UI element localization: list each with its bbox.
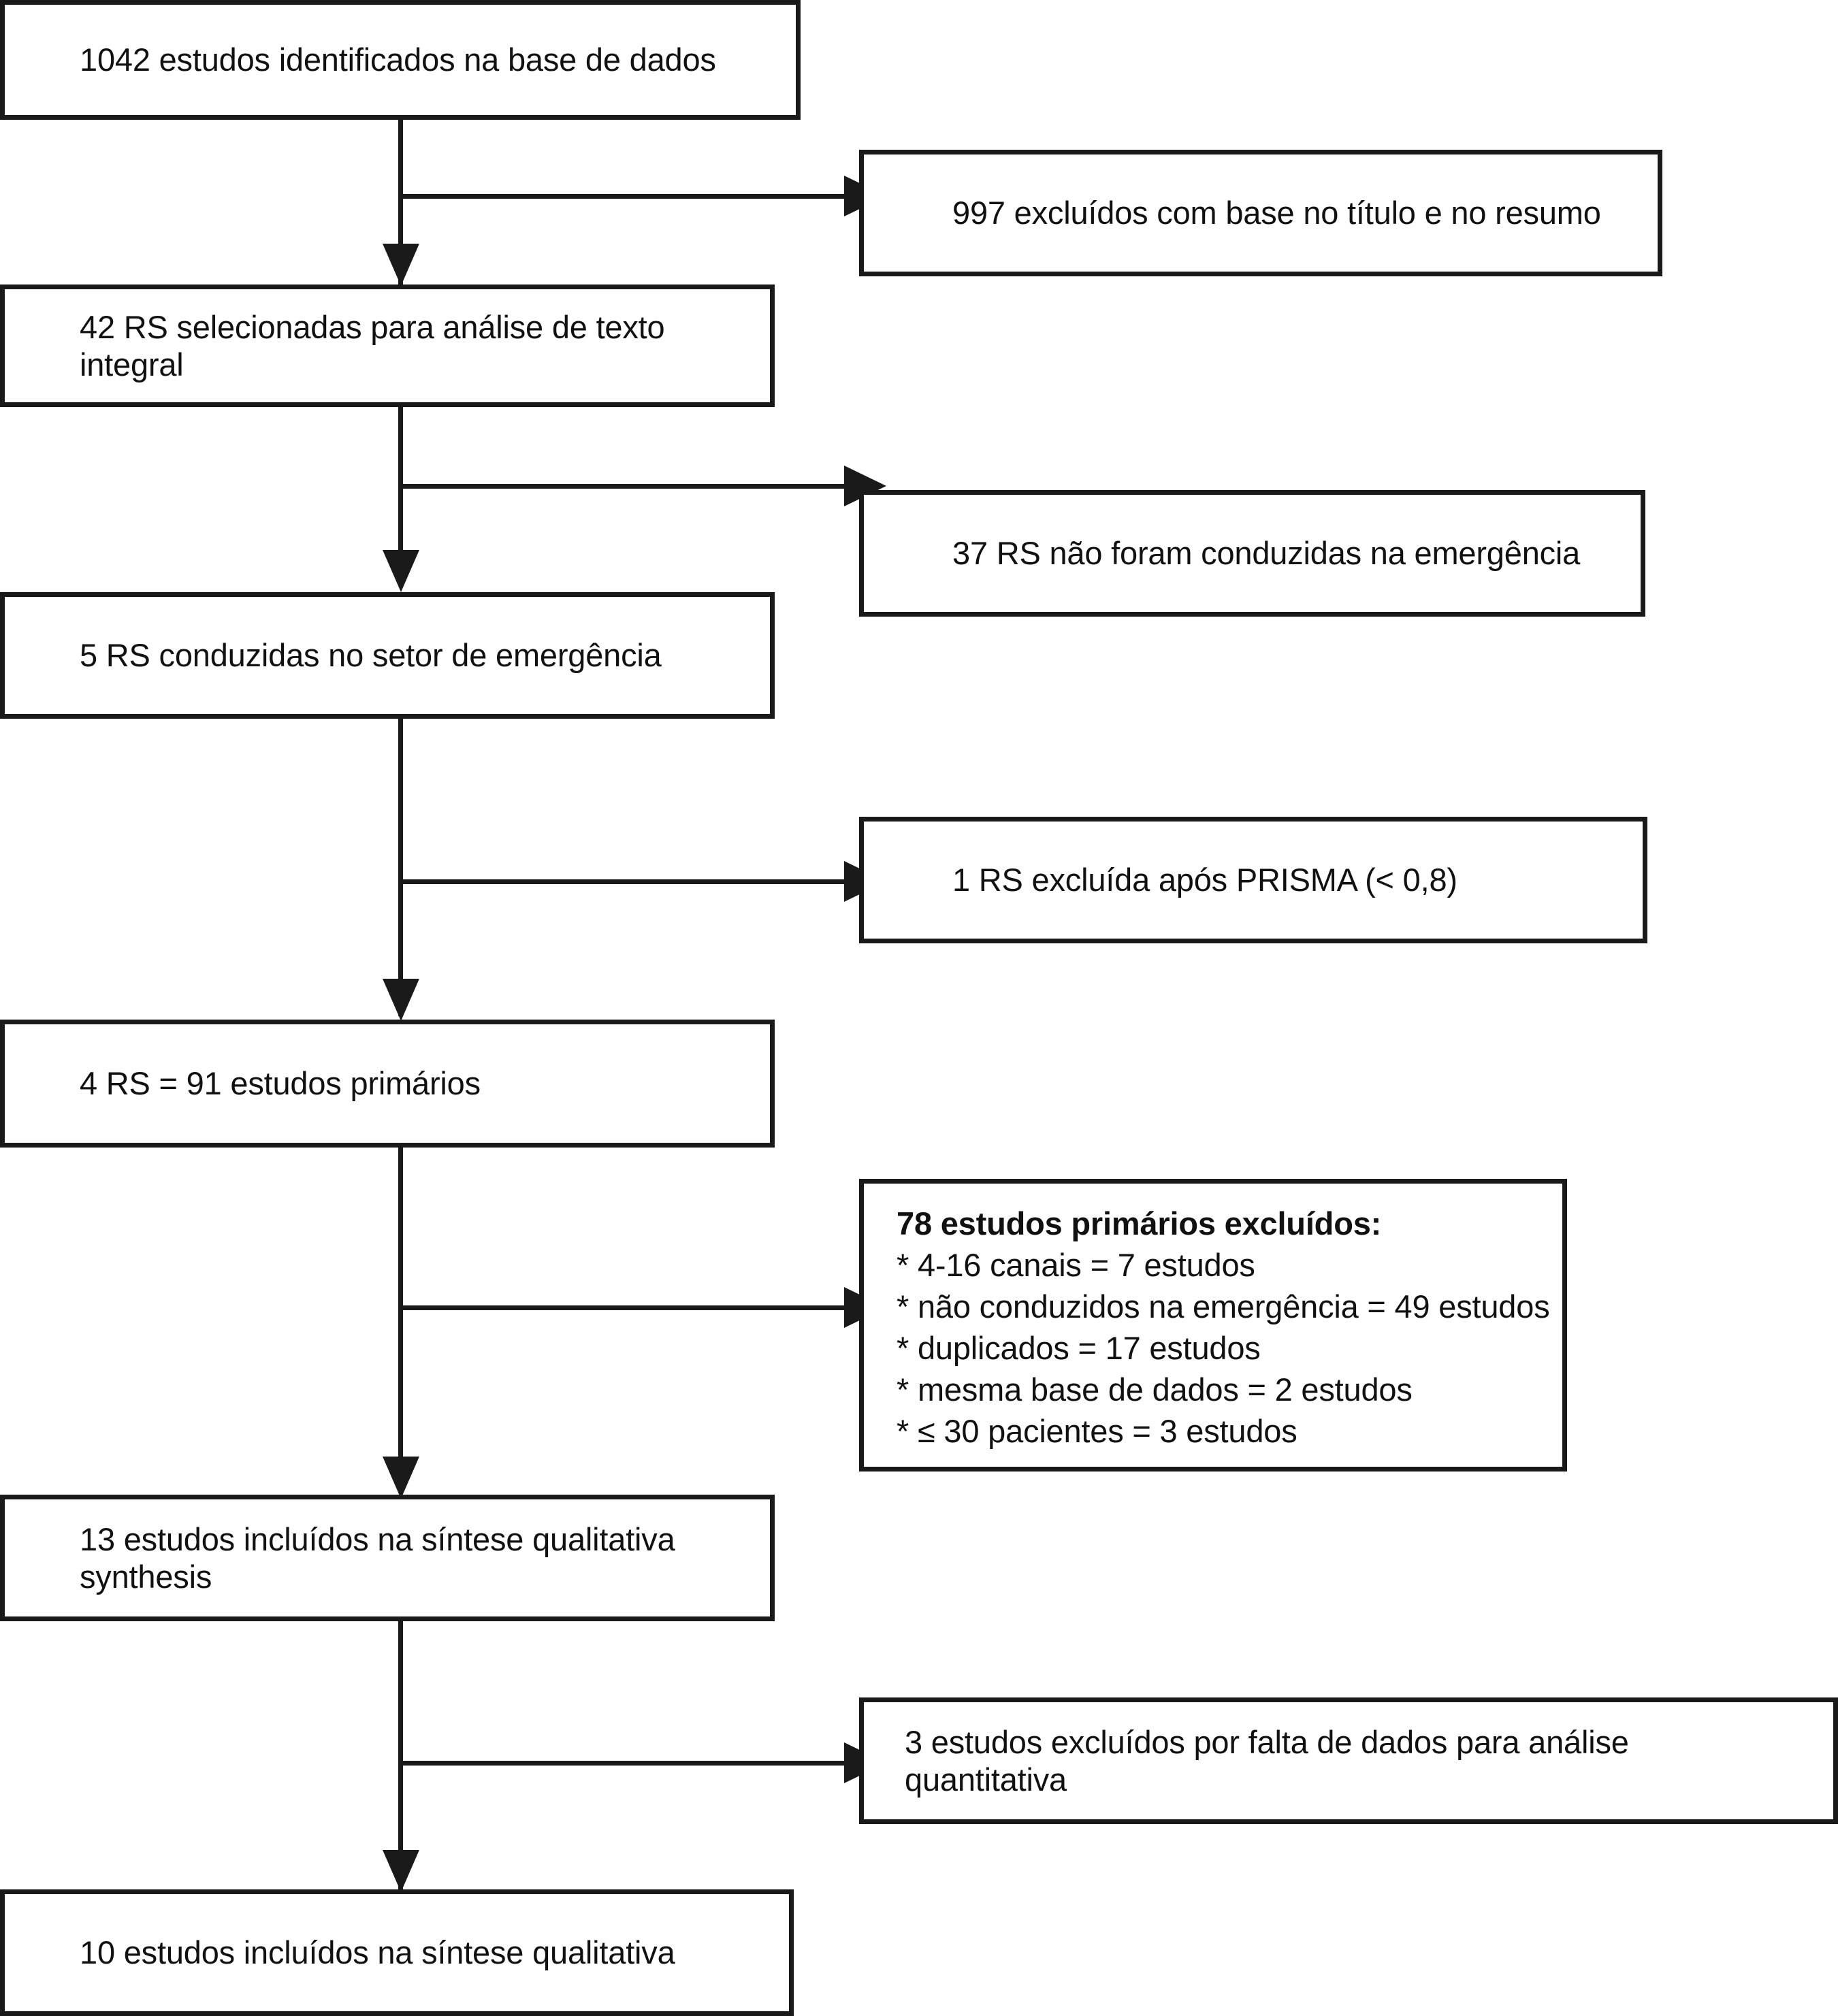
branch-to-excluded-title-abstract — [398, 194, 848, 199]
node-exclusions-list: 78 estudos primários excluídos: * 4-16 c… — [859, 1179, 1567, 1472]
node-primary-studies-label: 4 RS = 91 estudos primários — [80, 1065, 481, 1102]
arrowhead-to-emergency — [383, 550, 419, 592]
connector-fulltext-to-emergency — [398, 405, 403, 575]
arrowhead-to-fulltext — [383, 244, 419, 286]
node-primary-studies: 4 RS = 91 estudos primários — [0, 1020, 775, 1148]
exclusions-heading: 78 estudos primários excluídos: — [897, 1205, 1382, 1241]
exclusions-item-1: * 4-16 canais = 7 estudos — [897, 1247, 1255, 1284]
connector-identified-to-fulltext — [398, 118, 403, 288]
node-qualitative-13-label: 13 estudos incluídos na síntese qualitat… — [80, 1521, 675, 1595]
node-excluded-title-abstract-label: 997 excluídos com base no título e no re… — [952, 195, 1601, 231]
node-excluded-no-data: 3 estudos excluídos por falta de dados p… — [859, 1697, 1838, 1824]
node-not-emergency-label: 37 RS não foram conduzidas na emergência — [952, 535, 1581, 572]
node-qualitative-13: 13 estudos incluídos na síntese qualitat… — [0, 1495, 775, 1621]
arrowhead-to-qualitative10 — [383, 1850, 419, 1892]
arrowhead-to-primary-studies — [383, 979, 419, 1021]
node-identified: 1042 estudos identificados na base de da… — [0, 0, 801, 120]
node-full-text-label: 42 RS selecionadas para análise de texto… — [80, 308, 665, 383]
connector-primary-to-qualitative13 — [398, 1146, 403, 1493]
branch-to-excluded-no-data — [398, 1761, 848, 1766]
node-emergency-sector-label: 5 RS conduzidas no setor de emergência — [80, 637, 662, 674]
connector-qualitative13-to-qualitative10 — [398, 1620, 403, 1892]
connector-emergency-to-primary — [398, 717, 403, 1016]
branch-to-exclusions-list — [398, 1305, 848, 1310]
exclusions-item-5: * ≤ 30 pacientes = 3 estudos — [897, 1413, 1297, 1450]
exclusions-item-3: * duplicados = 17 estudos — [897, 1330, 1261, 1367]
node-full-text: 42 RS selecionadas para análise de texto… — [0, 284, 775, 407]
node-qualitative-10-label: 10 estudos incluídos na síntese qualitat… — [80, 1934, 675, 1971]
exclusions-item-2: * não conduzidos na emergência = 49 estu… — [897, 1288, 1550, 1325]
node-prisma-excluded: 1 RS excluída após PRISMA (< 0,8) — [859, 817, 1647, 943]
exclusions-item-4: * mesma base de dados = 2 estudos — [897, 1371, 1413, 1408]
node-excluded-title-abstract: 997 excluídos com base no título e no re… — [859, 150, 1662, 276]
node-identified-label: 1042 estudos identificados na base de da… — [80, 42, 716, 78]
node-qualitative-10: 10 estudos incluídos na síntese qualitat… — [0, 1889, 794, 2016]
node-not-emergency: 37 RS não foram conduzidas na emergência — [859, 490, 1645, 617]
arrowhead-to-qualitative13 — [383, 1457, 419, 1499]
branch-to-prisma-excluded — [398, 879, 848, 884]
branch-to-not-emergency — [398, 484, 848, 489]
node-emergency-sector: 5 RS conduzidas no setor de emergência — [0, 592, 775, 719]
node-prisma-excluded-label: 1 RS excluída após PRISMA (< 0,8) — [952, 862, 1457, 898]
node-excluded-no-data-label: 3 estudos excluídos por falta de dados p… — [905, 1723, 1629, 1798]
